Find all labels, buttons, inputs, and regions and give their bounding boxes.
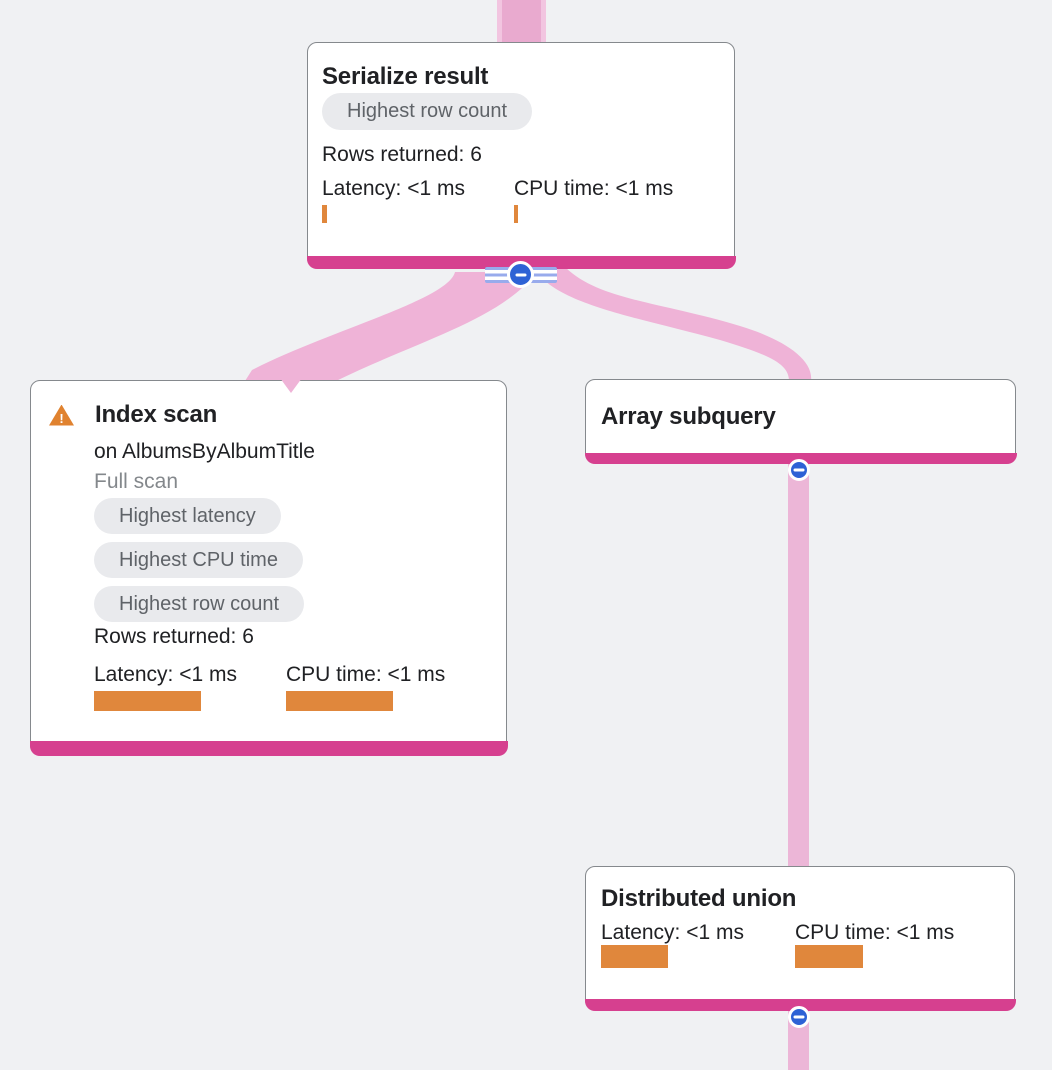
edge-serialize-to-index-scan <box>245 272 537 381</box>
latency-bar <box>601 945 668 968</box>
badge-highest-row-count: Highest row count <box>94 586 305 622</box>
badge-highest-row-count: Highest row count <box>322 93 533 130</box>
node-accent-bar <box>29 740 508 756</box>
cpu-time-metric: CPU time: <1 ms <box>514 177 706 223</box>
latency-label: Latency: <1 ms <box>322 177 465 200</box>
node-title: Array subquery <box>601 403 776 430</box>
latency-label: Latency: <1 ms <box>94 663 237 686</box>
edge-serialize-to-array-subquery <box>537 268 812 381</box>
cpu-time-label: CPU time: <1 ms <box>514 177 674 200</box>
badge-highest-cpu-time: Highest CPU time <box>94 542 303 578</box>
cpu-time-bar <box>514 205 518 223</box>
collapse-button-serialize-result[interactable] <box>507 261 534 288</box>
cpu-time-metric: CPU time: <1 ms <box>286 663 478 711</box>
edge-array-subquery-to-distributed-union <box>788 455 809 875</box>
node-accent-bar <box>584 998 1016 1011</box>
latency-bar <box>322 205 327 223</box>
badge-highest-latency: Highest latency <box>94 498 281 534</box>
node-index-scan[interactable]: ! Index scan on AlbumsByAlbumTitle Full … <box>29 380 508 756</box>
latency-metric: Latency: <1 ms <box>94 663 286 711</box>
cpu-time-bar <box>286 691 393 711</box>
node-serialize-result[interactable]: Serialize result Highest row count Rows … <box>306 42 736 269</box>
rows-returned-text: Rows returned: 6 <box>94 625 254 648</box>
node-title: Distributed union <box>601 885 797 912</box>
collapse-button-array-subquery[interactable] <box>788 459 810 481</box>
latency-metric: Latency: <1 ms <box>322 177 514 223</box>
rows-returned-text: Rows returned: 6 <box>322 143 482 166</box>
collapse-button-distributed-union[interactable] <box>788 1006 810 1028</box>
latency-metric: Latency: <1 ms <box>601 921 795 968</box>
collapse-grip-right <box>529 267 557 283</box>
collapse-grip-left <box>485 267 513 283</box>
node-title: Serialize result <box>322 63 489 90</box>
cpu-time-label: CPU time: <1 ms <box>795 921 955 944</box>
cpu-time-bar <box>795 945 863 968</box>
node-array-subquery[interactable]: Array subquery <box>584 379 1017 464</box>
latency-label: Latency: <1 ms <box>601 921 744 944</box>
latency-bar <box>94 691 201 711</box>
node-accent-bar <box>584 452 1017 464</box>
node-title: Index scan <box>95 401 218 428</box>
edge-arrow-tip <box>280 378 302 393</box>
node-subtitle: on AlbumsByAlbumTitle <box>94 440 315 463</box>
edge-parent-to-serialize <box>497 0 546 46</box>
cpu-time-label: CPU time: <1 ms <box>286 663 446 686</box>
cpu-time-metric: CPU time: <1 ms <box>795 921 989 968</box>
scan-type-label: Full scan <box>94 470 179 493</box>
node-distributed-union[interactable]: Distributed union Latency: <1 ms CPU tim… <box>584 866 1016 1011</box>
